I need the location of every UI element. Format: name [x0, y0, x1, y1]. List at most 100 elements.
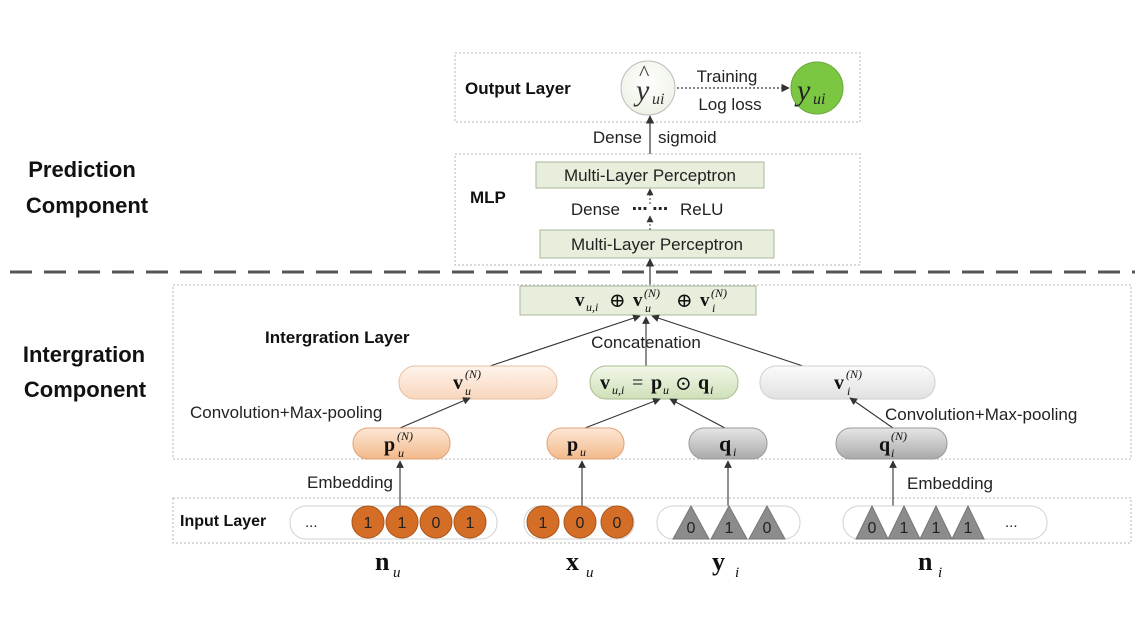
user-embedding-pill: [546, 427, 625, 460]
yi-bit-node: [710, 504, 748, 540]
embedding-label-right: Embedding: [907, 474, 993, 493]
predicted-rating-hat: ^: [639, 60, 650, 85]
concat-sup3: (N): [711, 286, 727, 300]
nu-bits: 1 1 0 1: [351, 505, 487, 539]
item-review-embedding-pill: [835, 427, 948, 460]
concat-s1: u,i: [586, 300, 598, 314]
concat-s2: u: [645, 301, 651, 315]
embedding-label-left: Embedding: [307, 473, 393, 492]
xu-symbol-sub: u: [586, 565, 594, 581]
nu-bit-node: [351, 505, 385, 539]
ni-bits: 0 1 1 1: [855, 504, 985, 540]
concat-vector-box: [519, 285, 757, 316]
vui-base: v: [600, 372, 610, 394]
training-label: Training: [697, 67, 758, 86]
interaction-vector-pill: [589, 365, 739, 400]
vui-sub: u,i: [612, 383, 624, 397]
nu-bit-value: 1: [466, 515, 475, 532]
user-review-vector-pill: [398, 365, 558, 400]
section-prediction-line2: Component: [26, 193, 149, 218]
vu-sub: u: [465, 384, 471, 398]
true-rating-node: [790, 61, 844, 115]
xu-bit-value: 0: [613, 515, 622, 532]
pu-sub: u: [580, 445, 586, 459]
section-integration-line1: Intergration: [23, 342, 145, 367]
true-rating-subscript: ui: [813, 91, 825, 108]
ni-bit-value: 1: [964, 520, 973, 537]
pu-n-to-vu-arrow: [399, 397, 471, 429]
conv-label-right: Convolution+Max-pooling: [885, 405, 1077, 424]
predicted-rating-symbol: y: [633, 74, 650, 107]
input-layer-box: [172, 497, 1132, 544]
qi-sub: i: [733, 445, 736, 459]
item-review-vector-pill: [759, 365, 936, 400]
nu-bit-value: 1: [364, 515, 373, 532]
nu-bit-value: 0: [432, 515, 441, 532]
section-prediction-line1: Prediction: [28, 157, 136, 182]
vui-psub: u: [663, 383, 669, 397]
dense-label-top: Dense: [593, 128, 642, 147]
nu-bit-node: [453, 505, 487, 539]
ni-symbol-sub: i: [938, 565, 942, 581]
mlp-box: [454, 153, 861, 266]
vui-p: p: [651, 372, 662, 394]
ni-bit-node: [951, 504, 985, 540]
pun-sup: (N): [397, 429, 413, 443]
yi-bit-node: [748, 504, 786, 540]
log-loss-label: Log loss: [698, 95, 761, 114]
true-rating-symbol: y: [794, 74, 811, 107]
nu-bit-value: 1: [398, 515, 407, 532]
pun-base: p: [384, 434, 395, 456]
concat-v2: v: [633, 290, 643, 311]
nu-symbol-base: n: [375, 547, 390, 576]
sigmoid-label: sigmoid: [658, 128, 717, 147]
concat-v1: v: [575, 290, 585, 311]
interaction-formula: v u,i = p u ⊙ q i: [600, 372, 713, 397]
nu-ellipsis: ...: [305, 514, 318, 531]
qin-sup: (N): [891, 429, 907, 443]
ni-bit-node: [855, 504, 889, 540]
conv-label-left: Convolution+Max-pooling: [190, 403, 382, 422]
nu-symbol-sub: u: [393, 565, 401, 581]
concat-v3: v: [700, 290, 710, 311]
integration-layer-label: Intergration Layer: [265, 328, 410, 347]
section-integration-line2: Component: [24, 377, 147, 402]
pun-sub: u: [398, 446, 404, 460]
ni-bit-node: [919, 504, 953, 540]
yi-symbol-sub: i: [735, 565, 739, 581]
nu-bit-node: [419, 505, 453, 539]
vu-to-concat-arrow: [477, 314, 641, 371]
nu-bit-node: [385, 505, 419, 539]
vui-eq: =: [632, 372, 643, 394]
yi-bits: 0 1 0: [672, 504, 786, 540]
qi-to-vui-arrow: [669, 398, 726, 429]
xu-bit-node: [563, 505, 597, 539]
xu-bit-node: [600, 505, 634, 539]
ni-bit-node: [887, 504, 921, 540]
concat-op2: ⊕: [676, 290, 693, 312]
yi-symbol-base: y: [712, 547, 725, 576]
vi-to-concat-arrow: [651, 314, 816, 371]
output-layer-label: Output Layer: [465, 79, 571, 98]
xu-symbol-base: x: [566, 547, 579, 576]
concat-s3: i: [712, 301, 715, 315]
vi-sub: i: [847, 384, 850, 398]
mlp-relu-label: ReLU: [680, 200, 723, 219]
qi-n-to-vi-arrow: [849, 397, 894, 429]
predicted-rating-node: [620, 60, 676, 116]
mlp-top-layer: [535, 161, 765, 189]
qin-sub: i: [891, 446, 894, 460]
ni-symbol-base: n: [918, 547, 933, 576]
vi-base: v: [834, 372, 844, 394]
yi-bit-value: 0: [687, 520, 696, 537]
concat-vector-formula: v u,i ⊕ v (N) u ⊕ v (N) i: [575, 286, 727, 315]
item-embedding-pill: [688, 427, 768, 460]
concat-sup2: (N): [644, 286, 660, 300]
qi-base: q: [719, 431, 732, 456]
mlp-bottom-layer: [539, 229, 775, 259]
xu-bits: 1 0 0: [526, 505, 634, 539]
yi-bit-node: [672, 504, 710, 540]
mlp-label: MLP: [470, 188, 506, 207]
vi-sup: (N): [846, 367, 862, 381]
